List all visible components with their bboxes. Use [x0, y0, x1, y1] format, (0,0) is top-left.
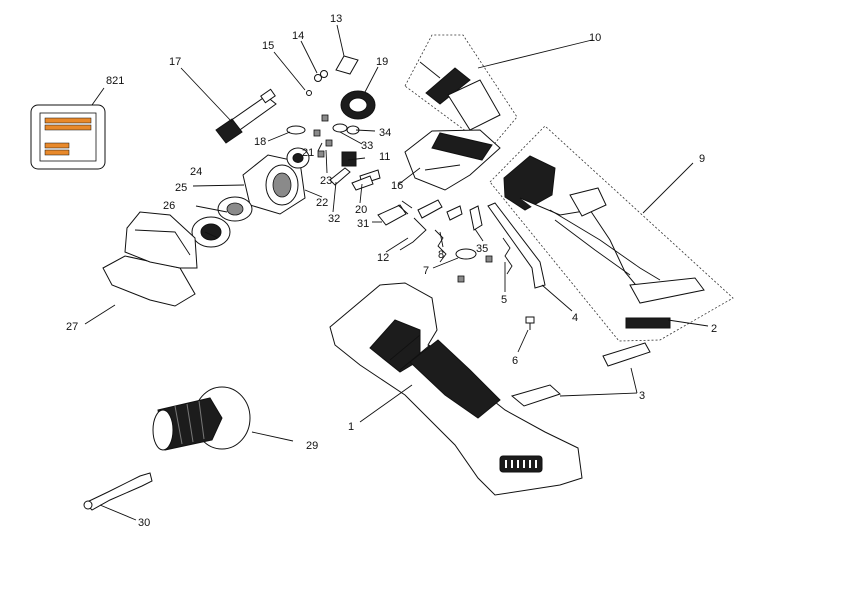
label-22: 22	[316, 197, 328, 209]
label-30: 30	[138, 517, 150, 529]
armature-part	[419, 61, 501, 131]
label-35: 35	[476, 243, 488, 255]
gear-housing-part	[404, 129, 501, 191]
gear-case-cover-part	[242, 154, 306, 215]
label-14: 14	[292, 30, 304, 42]
label-17: 17	[169, 56, 181, 68]
label-3: 3	[639, 390, 645, 402]
leader-lines	[84, 24, 709, 521]
screw-part-6	[525, 316, 535, 330]
switch-latch-part	[510, 342, 651, 407]
label-23: 23	[320, 175, 332, 187]
label-33: 33	[361, 140, 373, 152]
label-2: 2	[711, 323, 717, 335]
wrench-part	[83, 472, 153, 511]
label-5: 5	[501, 294, 507, 306]
label-4: 4	[572, 312, 578, 324]
small-parts-cluster	[286, 55, 493, 283]
label-15: 15	[262, 40, 274, 52]
label-16: 16	[391, 180, 403, 192]
label-8: 8	[438, 249, 444, 261]
label-821: 821	[106, 75, 124, 87]
part-labels: 821 17 15 14 13 19 18 34 33 21 11 23 16 …	[66, 13, 717, 529]
label-13: 13	[330, 13, 342, 25]
side-handle-part	[152, 386, 251, 451]
guard-part	[102, 211, 198, 307]
spindle-part	[215, 88, 277, 144]
armature-group-box	[404, 34, 518, 150]
field-group-box	[489, 125, 734, 342]
label-27: 27	[66, 321, 78, 333]
label-9: 9	[699, 153, 705, 165]
clamp-nut-part	[191, 216, 231, 248]
label-1: 1	[348, 421, 354, 433]
label-7: 7	[423, 265, 429, 277]
label-18: 18	[254, 136, 266, 148]
bearing-part	[286, 147, 310, 169]
switch-bar-part	[487, 202, 546, 289]
label-20: 20	[355, 204, 367, 216]
label-32: 32	[328, 213, 340, 225]
label-26: 26	[163, 200, 175, 212]
label-25: 25	[175, 182, 187, 194]
label-6: 6	[512, 355, 518, 367]
label-21: 21	[302, 147, 314, 159]
label-12: 12	[377, 252, 389, 264]
label-10: 10	[589, 32, 601, 44]
field-assembly-part	[503, 155, 705, 329]
main-housing-part	[329, 282, 583, 496]
label-19: 19	[376, 56, 388, 68]
label-34: 34	[379, 127, 391, 139]
flange-part	[217, 196, 253, 222]
label-31: 31	[357, 218, 369, 230]
label-29: 29	[306, 440, 318, 452]
label-card-821	[30, 104, 106, 170]
label-11: 11	[379, 151, 390, 163]
label-24: 24	[190, 166, 202, 178]
